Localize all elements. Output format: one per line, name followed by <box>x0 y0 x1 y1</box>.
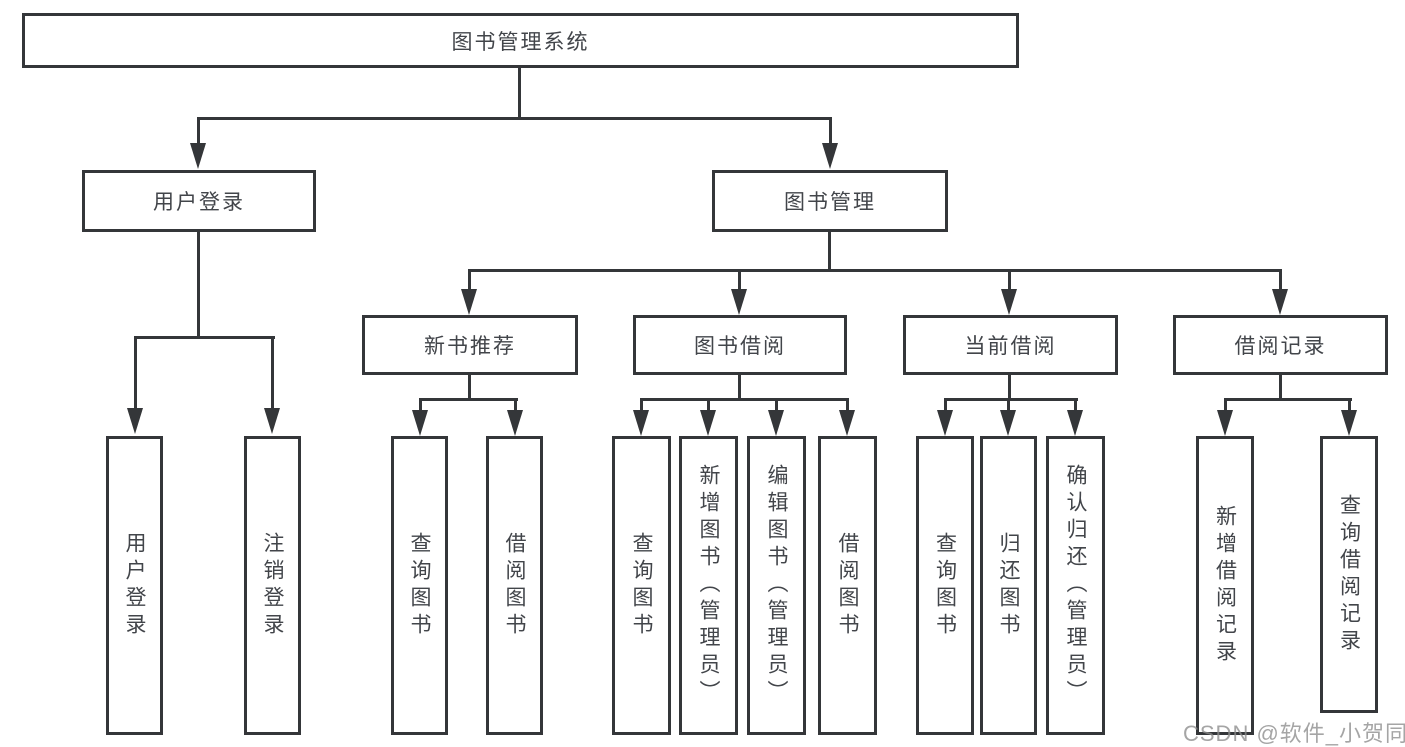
leaf-query-books-borrow: 查询图书 <box>612 436 671 735</box>
leaf-edit-book-admin: 编辑图书（管理员） <box>747 436 806 735</box>
leaf-logout-label: 注销登录 <box>261 531 284 640</box>
leaf-return-book-label: 归还图书 <box>997 531 1020 640</box>
leaf-query-books-recommend-label: 查询图书 <box>408 531 431 640</box>
connector-stem-nb-borrow <box>514 398 517 412</box>
connector-user-login-rail <box>134 336 275 339</box>
connector-book-borrow-drop <box>738 375 741 401</box>
arrowhead-cb-return <box>1000 410 1016 436</box>
arrowhead-nb-query <box>412 410 428 436</box>
connector-root-drop <box>518 68 521 119</box>
arrowhead-leaf-login <box>127 408 143 434</box>
connector-borrow-records-drop <box>1279 375 1282 401</box>
node-book-borrow-label: 图书借阅 <box>694 335 786 358</box>
leaf-add-borrow-record-label: 新增借阅记录 <box>1213 504 1237 667</box>
connector-stem-book-borrow <box>738 269 741 293</box>
node-new-book-recommend-label: 新书推荐 <box>424 335 516 358</box>
connector-stem-current-borrow <box>1008 269 1011 293</box>
leaf-query-books-borrow-label: 查询图书 <box>630 531 653 640</box>
node-new-book-recommend: 新书推荐 <box>362 315 578 375</box>
leaf-confirm-return-admin: 确认归还（管理员） <box>1046 436 1105 735</box>
leaf-confirm-return-admin-label: 确认归还（管理员） <box>1064 464 1087 707</box>
connector-root-rail <box>197 117 832 120</box>
connector-new-book-drop <box>468 375 471 401</box>
connector-stem-book-mgmt <box>829 117 832 147</box>
connector-current-borrow-rail <box>944 398 1078 401</box>
connector-new-book-rail <box>419 398 518 401</box>
node-book-management: 图书管理 <box>712 170 948 232</box>
arrowhead-bb-query <box>633 410 649 436</box>
leaf-logout: 注销登录 <box>244 436 301 735</box>
node-root-label: 图书管理系统 <box>451 30 590 54</box>
connector-stem-cb-confirm <box>1074 398 1077 412</box>
leaf-add-book-admin: 新增图书（管理员） <box>679 436 738 735</box>
arrowhead-book-mgmt <box>822 143 838 169</box>
arrowhead-cb-confirm <box>1067 410 1083 436</box>
node-current-borrow-label: 当前借阅 <box>964 335 1057 358</box>
connector-stem-new-book <box>468 269 471 293</box>
leaf-query-books-current-label: 查询图书 <box>933 531 957 640</box>
leaf-borrow-books-recommend: 借阅图书 <box>486 436 543 735</box>
arrowhead-new-book <box>461 289 477 315</box>
connector-stem-br-query <box>1348 398 1351 412</box>
connector-book-mgmt-drop <box>828 232 831 272</box>
connector-stem-bb-edit <box>775 398 778 412</box>
connector-user-login-drop <box>197 232 200 339</box>
leaf-return-book: 归还图书 <box>980 436 1037 735</box>
connector-stem-br-add <box>1224 398 1227 412</box>
arrowhead-user-login <box>190 143 206 169</box>
node-borrow-records-label: 借阅记录 <box>1234 335 1327 358</box>
arrowhead-current-borrow <box>1001 289 1017 315</box>
connector-stem-leaf-logout <box>271 336 274 412</box>
connector-book-borrow-rail <box>640 398 849 401</box>
leaf-user-login: 用户登录 <box>106 436 163 735</box>
leaf-edit-book-admin-label: 编辑图书（管理员） <box>765 464 788 707</box>
arrowhead-bb-edit <box>768 410 784 436</box>
leaf-query-books-current: 查询图书 <box>916 436 974 735</box>
connector-stem-bb-query <box>640 398 643 412</box>
arrowhead-br-query <box>1341 410 1357 436</box>
connector-stem-bb-borrow <box>846 398 849 412</box>
connector-stem-bb-add <box>707 398 710 412</box>
leaf-add-borrow-record: 新增借阅记录 <box>1196 436 1254 735</box>
leaf-query-books-recommend: 查询图书 <box>391 436 448 735</box>
connector-borrow-records-rail <box>1224 398 1352 401</box>
arrowhead-br-add <box>1217 410 1233 436</box>
arrowhead-bb-borrow <box>839 410 855 436</box>
connector-stem-leaf-login <box>134 336 137 412</box>
node-current-borrow: 当前借阅 <box>903 315 1118 375</box>
leaf-borrow-books-label: 借阅图书 <box>836 531 859 640</box>
leaf-borrow-books: 借阅图书 <box>818 436 877 735</box>
node-user-login-label: 用户登录 <box>153 191 245 214</box>
node-user-login: 用户登录 <box>82 170 316 232</box>
connector-book-mgmt-rail <box>468 269 1282 272</box>
connector-stem-cb-return <box>1007 398 1010 412</box>
node-book-borrow: 图书借阅 <box>633 315 847 375</box>
arrowhead-cb-query <box>937 410 953 436</box>
leaf-borrow-books-recommend-label: 借阅图书 <box>503 531 526 640</box>
leaf-add-book-admin-label: 新增图书（管理员） <box>697 464 720 707</box>
connector-stem-user-login <box>197 117 200 147</box>
node-root: 图书管理系统 <box>22 13 1019 68</box>
leaf-query-borrow-record-label: 查询借阅记录 <box>1337 493 1361 656</box>
watermark-text: CSDN @软件_小贺同学 <box>1183 721 1405 746</box>
connector-stem-cb-query <box>944 398 947 412</box>
arrowhead-leaf-logout <box>264 408 280 434</box>
leaf-user-login-label: 用户登录 <box>123 531 146 640</box>
leaf-query-borrow-record: 查询借阅记录 <box>1320 436 1378 713</box>
connector-current-borrow-drop <box>1008 375 1011 401</box>
connector-stem-nb-query <box>419 398 422 412</box>
arrowhead-nb-borrow <box>507 410 523 436</box>
connector-stem-borrow-records <box>1279 269 1282 293</box>
node-book-management-label: 图书管理 <box>784 191 876 214</box>
arrowhead-bb-add <box>700 410 716 436</box>
node-borrow-records: 借阅记录 <box>1173 315 1388 375</box>
arrowhead-book-borrow <box>731 289 747 315</box>
arrowhead-borrow-records <box>1272 289 1288 315</box>
